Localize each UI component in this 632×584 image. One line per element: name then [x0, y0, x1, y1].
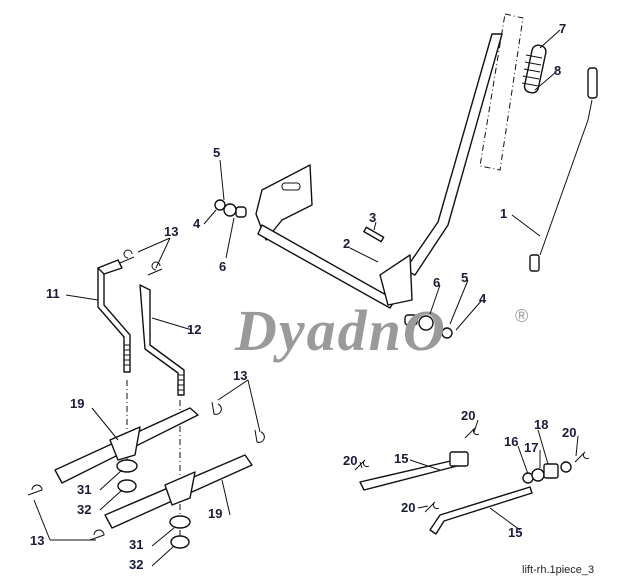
callout-5: 5: [213, 145, 220, 160]
callout-20: 20: [562, 425, 576, 440]
callout-6: 6: [219, 259, 226, 274]
adjust-rod-lower: [429, 486, 533, 535]
hairpin-clip: [464, 427, 480, 439]
lift-handle: [404, 33, 503, 276]
nut-2: [170, 535, 190, 549]
diagram-caption: lift-rh.1piece_3: [522, 564, 594, 576]
bushing: [235, 206, 247, 218]
callout-4: 4: [193, 216, 201, 231]
hairpin-clip: [147, 261, 163, 276]
shaft-arm: [379, 254, 413, 306]
bushing-right: [404, 314, 418, 326]
callout-32: 32: [129, 557, 143, 572]
callout-13: 13: [30, 533, 44, 548]
washer: [223, 203, 237, 217]
callout-8: 8: [554, 63, 561, 78]
callout-11: 11: [46, 286, 60, 301]
callout-18: 18: [534, 417, 548, 432]
callout-15: 15: [508, 525, 522, 540]
lift-shaft: [257, 224, 396, 309]
hairpin-clip: [27, 484, 43, 496]
e-clip: [214, 199, 226, 211]
callout-13: 13: [233, 368, 247, 383]
callout-7: 7: [559, 21, 566, 36]
callout-16: 16: [504, 434, 518, 449]
callout-2: 2: [343, 236, 350, 251]
callout-3: 3: [369, 210, 376, 225]
mounting-bracket: [255, 164, 313, 241]
nut: [117, 479, 137, 493]
callout-15: 15: [394, 451, 408, 466]
callout-13: 13: [164, 224, 178, 239]
callout-32: 32: [77, 502, 91, 517]
callout-1: 1: [500, 206, 507, 221]
hairpin-clip: [89, 529, 105, 541]
spacer-2: [169, 515, 191, 529]
callout-20: 20: [461, 408, 475, 423]
e-clip-right: [441, 327, 453, 339]
lift-link-right: [139, 284, 185, 396]
hairpin-clip: [119, 249, 135, 264]
callout-20: 20: [343, 453, 357, 468]
handle-spring: [521, 44, 547, 94]
lift-link-left: [97, 267, 131, 373]
callout-6: 6: [433, 275, 440, 290]
callout-20: 20: [401, 500, 415, 515]
watermark: DyadnO: [234, 298, 447, 363]
hairpin-clip: [574, 451, 590, 463]
leader-lines: [33, 29, 579, 567]
washer-right: [418, 315, 434, 331]
adjust-rod-upper: [359, 459, 458, 491]
spacer: [116, 459, 138, 473]
hairpin-clip: [254, 429, 265, 443]
callout-31: 31: [129, 537, 143, 552]
hairpin-clip: [211, 401, 222, 415]
lift-rod: [529, 67, 598, 272]
callout-31: 31: [77, 482, 91, 497]
roll-pin: [363, 226, 385, 243]
callout-19: 19: [208, 506, 222, 521]
callout-17: 17: [524, 440, 538, 455]
callout-12: 12: [187, 322, 201, 337]
hairpin-clip: [424, 501, 440, 513]
registered-mark: ®: [515, 306, 528, 326]
handle-grip-outline: [479, 13, 524, 171]
callout-19: 19: [70, 396, 84, 411]
hairpin-clip: [354, 459, 370, 471]
callout-5: 5: [461, 270, 468, 285]
callout-4: 4: [479, 291, 487, 306]
